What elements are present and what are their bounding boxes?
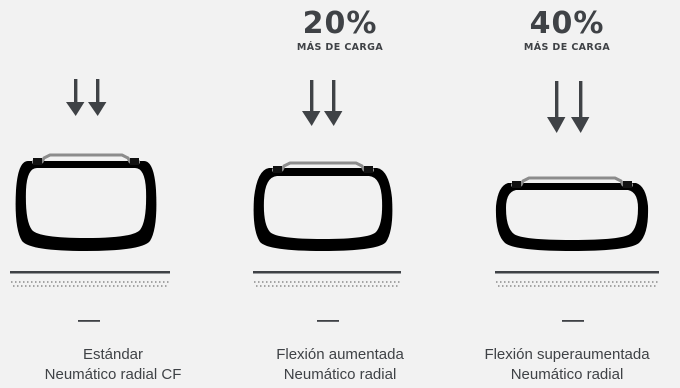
load-arrows-icon: [302, 80, 343, 126]
divider: [78, 320, 100, 322]
panel-super-increased-flexion: 40% MÁS DE CARGA Flexión: [454, 0, 680, 388]
panel-increased-flexion: 20% MÁS DE CARGA Flexión: [227, 0, 453, 388]
ground-icon: [253, 271, 401, 287]
tire-icon: [15, 153, 157, 251]
panel-subtitle: Neumático radial: [510, 366, 624, 383]
tire-figure: [10, 79, 170, 322]
divider: [317, 320, 339, 322]
divider: [562, 320, 584, 322]
ground-icon: [495, 271, 659, 287]
panel-subtitle: Neumático radial: [283, 366, 397, 383]
tire-figure: [253, 80, 401, 322]
ground-icon: [10, 271, 170, 287]
tire-figure: [495, 81, 659, 322]
load-arrows-icon: [66, 79, 107, 116]
load-arrows-icon: [547, 81, 590, 133]
load-label: MÁS DE CARGA: [523, 42, 611, 53]
panel-standard: Estándar Neumático radial CF: [0, 0, 226, 388]
load-percent: 20%: [302, 6, 378, 41]
load-label: MÁS DE CARGA: [296, 42, 384, 53]
panel-title: Estándar: [82, 346, 144, 363]
tire-icon: [253, 161, 393, 251]
tire-icon: [495, 176, 649, 251]
load-percent: 40%: [529, 6, 605, 41]
panel-subtitle: Neumático radial CF: [44, 366, 182, 383]
panel-title: Flexión superaumentada: [484, 346, 650, 363]
panel-title: Flexión aumentada: [276, 346, 404, 363]
